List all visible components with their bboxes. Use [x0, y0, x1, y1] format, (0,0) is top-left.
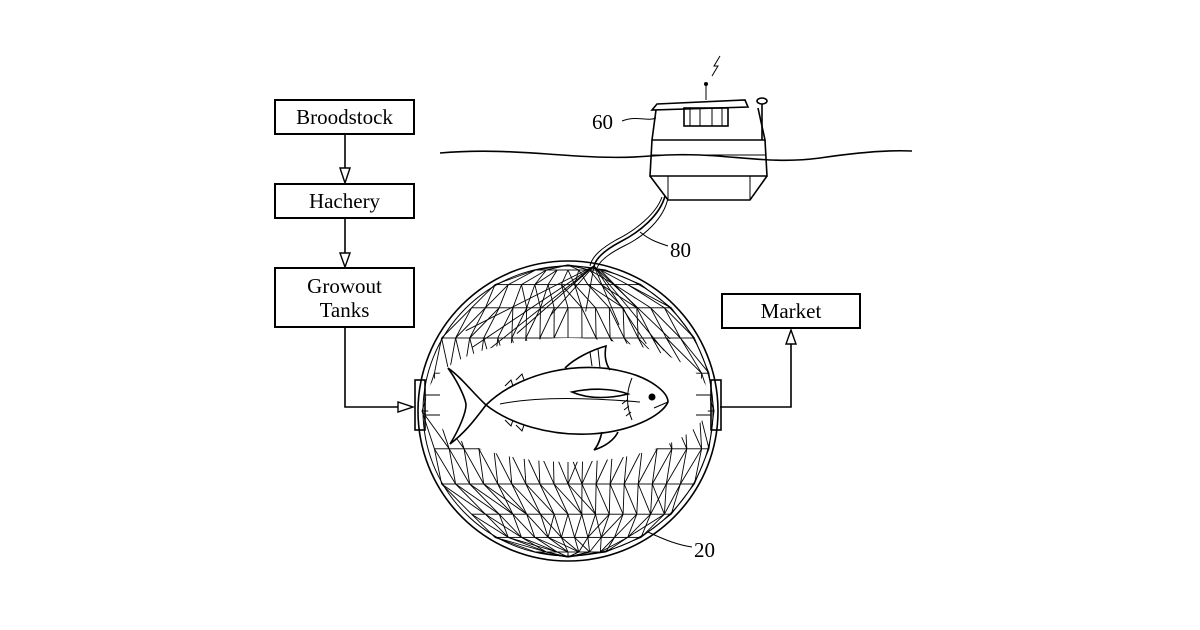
flow-arrow-growout-to-sphere	[345, 327, 413, 412]
buoy-platform	[650, 56, 767, 200]
sphere-net-pen	[415, 261, 721, 561]
water-surface-line	[440, 151, 912, 161]
box-broodstock: Broodstock	[274, 99, 415, 135]
ref-numeral-60: 60	[592, 110, 613, 135]
leader-line-60	[622, 118, 656, 121]
flow-arrow-broodstock-to-hatchery	[340, 133, 350, 183]
flow-arrow-hatchery-to-growout	[340, 218, 350, 267]
leader-line-80	[640, 232, 668, 246]
tether-cable	[590, 196, 668, 268]
flow-arrow-sphere-to-market	[720, 330, 796, 407]
box-hatchery: Hachery	[274, 183, 415, 219]
ref-numeral-20: 20	[694, 538, 715, 563]
box-growout-label-line1: Growout	[307, 274, 382, 298]
box-hatchery-label: Hachery	[309, 189, 380, 213]
box-growout-label-line2: Tanks	[320, 298, 370, 322]
box-growout-tanks: Growout Tanks	[274, 267, 415, 328]
box-market-label: Market	[761, 299, 822, 323]
ref-numeral-80: 80	[670, 238, 691, 263]
box-broodstock-label: Broodstock	[296, 105, 393, 129]
box-market: Market	[721, 293, 861, 329]
